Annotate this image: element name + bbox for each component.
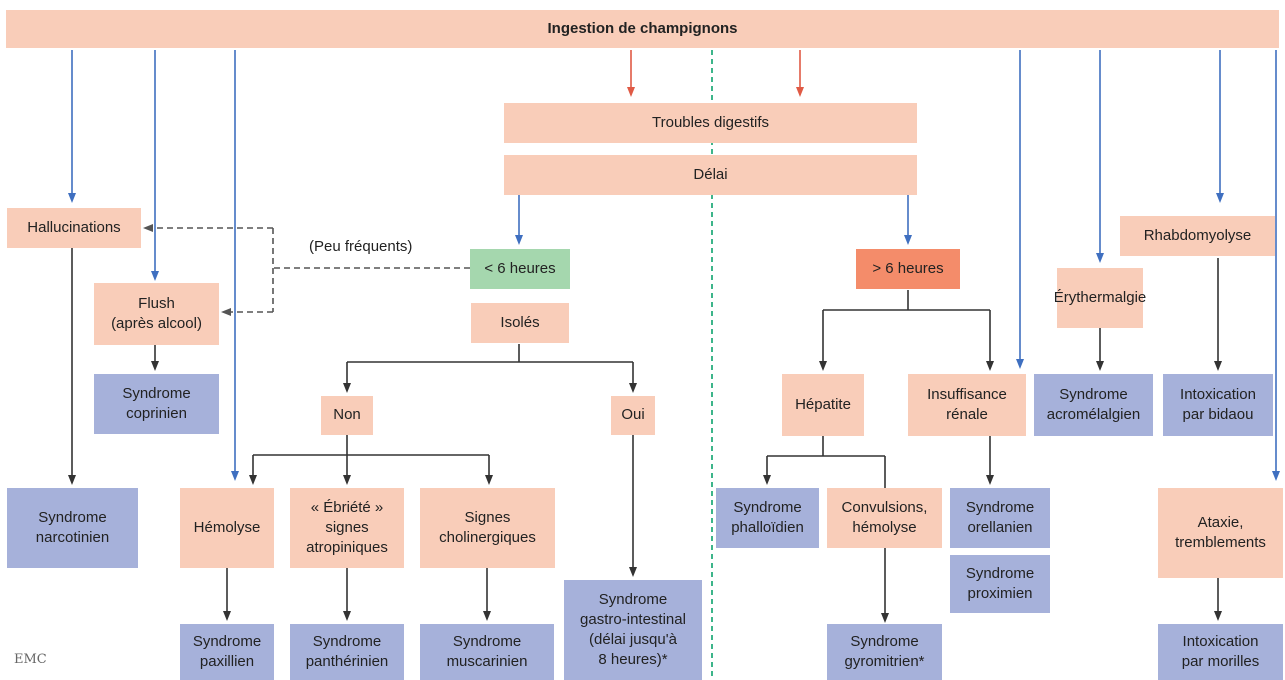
node-ebriete: « Ébriété » signes atropiniques bbox=[290, 488, 404, 568]
annotation-peu-frequents: (Peu fréquents) bbox=[307, 238, 415, 255]
node-syndrome-paxillien: Syndrome paxillien bbox=[180, 624, 274, 680]
node-syndrome-gyromitrien: Syndrome gyromitrien* bbox=[827, 624, 942, 680]
node-signes-cholinergiques: Signes cholinergiques bbox=[420, 488, 555, 568]
node-syndrome-coprinien: Syndrome coprinien bbox=[94, 374, 219, 434]
node-hemolyse: Hémolyse bbox=[180, 488, 274, 568]
node-troubles-digestifs: Troubles digestifs bbox=[504, 103, 917, 143]
node-erythermalgie: Érythermalgie bbox=[1054, 268, 1146, 328]
node-delai: Délai bbox=[504, 155, 917, 195]
node-hallucinations: Hallucinations bbox=[7, 208, 141, 248]
node-syndrome-phalloidien: Syndrome phalloïdien bbox=[716, 488, 819, 548]
node-syndrome-acromelalgien: Syndrome acromélalgien bbox=[1034, 374, 1153, 436]
node-syndrome-orellanien: Syndrome orellanien bbox=[950, 488, 1050, 548]
node-non: Non bbox=[321, 396, 373, 435]
node-oui: Oui bbox=[611, 396, 655, 435]
node-intoxication-morilles: Intoxication par morilles bbox=[1158, 624, 1283, 680]
node-syndrome-gastro-intestinal: Syndrome gastro-intestinal (délai jusqu'… bbox=[564, 580, 702, 680]
node-moins-6-heures: < 6 heures bbox=[470, 249, 570, 289]
node-intoxication-bidaou: Intoxication par bidaou bbox=[1163, 374, 1273, 436]
node-isoles: Isolés bbox=[471, 303, 569, 343]
emc-logo: EMC bbox=[14, 652, 47, 667]
node-syndrome-narcotinien: Syndrome narcotinien bbox=[7, 488, 138, 568]
node-hepatite: Hépatite bbox=[782, 374, 864, 436]
node-convulsions-hemolyse: Convulsions, hémolyse bbox=[827, 488, 942, 548]
node-plus-6-heures: > 6 heures bbox=[856, 249, 960, 289]
node-flush: Flush (après alcool) bbox=[94, 283, 219, 345]
node-syndrome-pantherinien: Syndrome panthérinien bbox=[290, 624, 404, 680]
node-syndrome-proximien: Syndrome proximien bbox=[950, 555, 1050, 613]
node-insuffisance-renale: Insuffisance rénale bbox=[908, 374, 1026, 436]
node-rhabdomyolyse: Rhabdomyolyse bbox=[1120, 216, 1275, 256]
node-ataxie-tremblements: Ataxie, tremblements bbox=[1158, 488, 1283, 578]
top-bar-ingestion: Ingestion de champignons bbox=[6, 10, 1279, 48]
node-syndrome-muscarinien: Syndrome muscarinien bbox=[420, 624, 554, 680]
